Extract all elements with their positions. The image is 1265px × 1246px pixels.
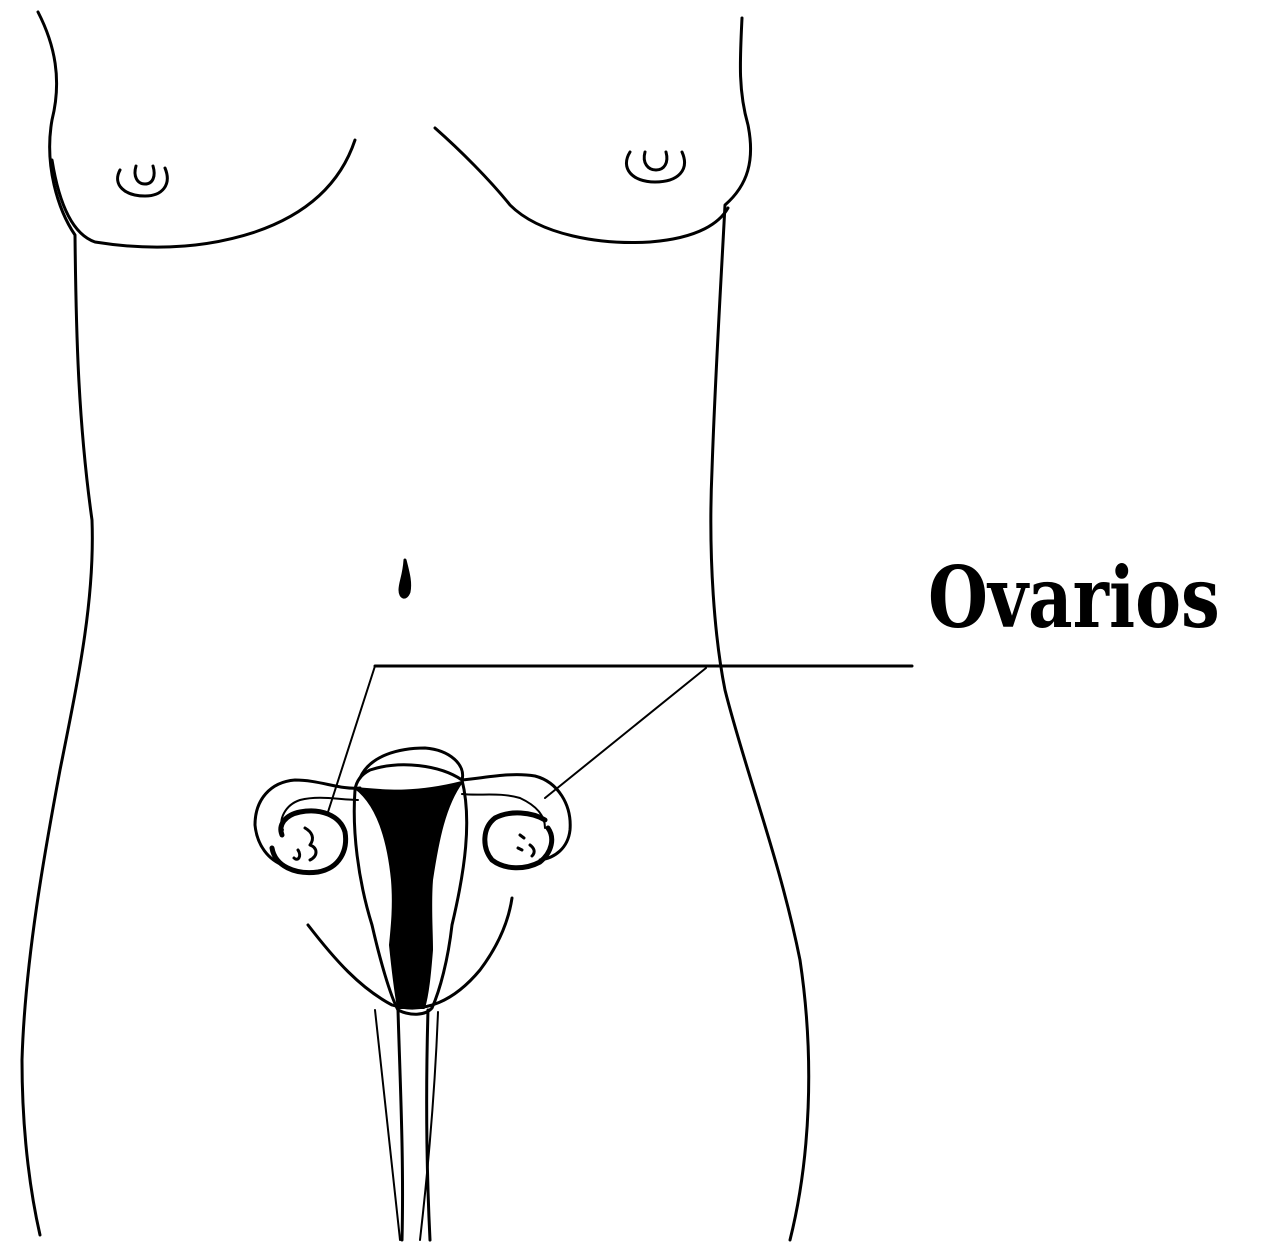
right-tube-inner	[462, 794, 545, 828]
ovaries-label: Ovarios	[928, 556, 1220, 640]
right-ovary	[485, 813, 552, 868]
right-nipple	[626, 152, 684, 182]
canal-inner-left	[375, 1010, 400, 1240]
body-outline-left	[22, 12, 92, 1235]
right-ovary-detail	[518, 835, 534, 856]
left-ovary-detail	[294, 828, 316, 860]
callout-right-leader	[545, 668, 706, 798]
uterine-cavity	[355, 782, 462, 1008]
vaginal-canal-right	[427, 1010, 430, 1240]
right-nipple-inner	[644, 152, 667, 170]
body-outline-right	[711, 18, 809, 1240]
left-breast-outline	[52, 140, 355, 247]
navel	[400, 560, 410, 597]
vaginal-canal-left	[398, 1010, 403, 1240]
right-breast-outline	[435, 128, 728, 243]
left-nipple	[118, 168, 168, 196]
left-nipple-inner	[135, 166, 154, 184]
left-ovary	[272, 811, 346, 873]
right-fallopian-tube	[462, 775, 570, 860]
